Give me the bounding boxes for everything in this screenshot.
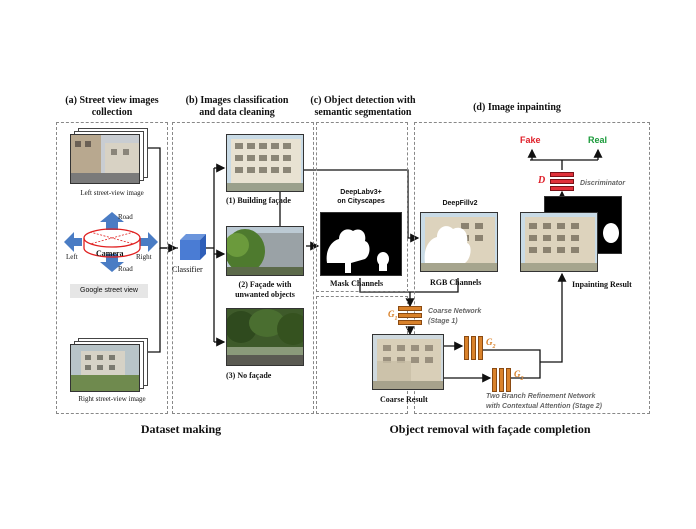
- dataset-making-label: Dataset making: [140, 422, 222, 436]
- class3-label: (3) No façade: [226, 371, 272, 380]
- left-direction-label: Left: [66, 253, 78, 261]
- right-street-view-image: [70, 344, 140, 392]
- coarse-result-image: [372, 334, 444, 390]
- g2-top-block-2: [471, 336, 476, 360]
- deeplab-label-1: DeepLabv3+: [340, 189, 382, 196]
- g2-top-block-1: [464, 336, 469, 360]
- facade-with-objects-image: [226, 226, 304, 276]
- discriminator-block-3: [550, 186, 574, 191]
- arrow-down-icon: [100, 254, 124, 272]
- section-a-title: (a) Street view images: [65, 95, 159, 106]
- discriminator-label: Discriminator: [580, 180, 626, 187]
- coarse-result-label: Coarse Result: [380, 395, 428, 404]
- line-g2-merge: [482, 349, 541, 379]
- arrow-up-icon: [100, 212, 124, 230]
- stage1-label: (Stage 1): [428, 318, 458, 325]
- g2-bottom-block-3: [506, 368, 511, 392]
- rgb-channels-image: [420, 212, 498, 272]
- building-facade-image: [226, 134, 304, 192]
- g1-block-1: [398, 306, 422, 311]
- contextual-attention-label: with Contextual Attention (Stage 2): [486, 403, 603, 410]
- arrow-left-icon: [64, 232, 82, 252]
- classification-box: [172, 122, 314, 414]
- line-mask-rgb-join: [359, 278, 459, 293]
- g1-label: G1: [388, 309, 398, 322]
- discriminator-block-2: [550, 179, 574, 184]
- g1-block-2: [398, 313, 422, 318]
- classifier-label: Classifier: [172, 265, 203, 274]
- fake-label: Fake: [520, 135, 541, 145]
- camera-label: Camera: [96, 249, 124, 258]
- left-image-label: Left street-view image: [80, 189, 144, 197]
- line-right-image-to-classifier: [148, 248, 161, 353]
- classifier-cube-icon: [180, 234, 206, 260]
- no-facade-image: [226, 308, 304, 366]
- inpainting-result-image: [520, 212, 598, 272]
- g2-top-label: G2: [486, 337, 496, 350]
- section-c-title-2: semantic segmentation: [314, 107, 412, 118]
- collection-box: [56, 122, 168, 414]
- d-label: D: [538, 175, 546, 186]
- road-bottom-label: Road: [118, 265, 133, 273]
- object-removal-label: Object removal with façade completion: [389, 422, 591, 436]
- section-d-title: (d) Image inpainting: [473, 102, 561, 113]
- arrow-to-inpainting-result: [540, 272, 567, 363]
- g2-bottom-label: G2: [514, 369, 524, 382]
- left-street-view-image: [70, 134, 140, 184]
- section-b-title-2: and data cleaning: [199, 107, 275, 118]
- section-c-title: (c) Object detection with: [310, 95, 416, 106]
- segmentation-box: [316, 122, 408, 292]
- deeplab-label-2: on Cityscapes: [337, 198, 385, 205]
- right-direction-label: Right: [136, 253, 152, 261]
- inpainting-result-label: Inpainting Result: [572, 280, 632, 289]
- g2-bottom-block-1: [492, 368, 497, 392]
- class2-label-1: (2) Façade with: [238, 280, 292, 289]
- two-branch-label: Two Branch Refinement Network: [486, 393, 596, 400]
- deepfill-label: DeepFillv2: [442, 200, 478, 207]
- inpainting-box: [414, 122, 650, 414]
- class1-label: (1) Building façade: [226, 196, 291, 205]
- g2-top-block-3: [478, 336, 483, 360]
- g2-bottom-block-2: [499, 368, 504, 392]
- section-a-title-2: collection: [91, 107, 133, 118]
- discriminator-block-1: [550, 172, 574, 177]
- mask-channels-image: [320, 212, 402, 276]
- right-image-label: Right street-view image: [78, 395, 146, 403]
- coarse-network-label: Coarse Network: [428, 308, 482, 315]
- camera-diagram: [64, 212, 158, 272]
- g1-block-3: [398, 320, 422, 325]
- google-street-view-badge: Google street view: [70, 284, 148, 298]
- class2-label-2: unwanted objects: [235, 290, 295, 299]
- rgb-channels-label: RGB Channels: [430, 278, 482, 287]
- real-label: Real: [588, 135, 608, 145]
- section-b-title: (b) Images classification: [185, 95, 289, 106]
- mask-channels-label: Mask Channels: [330, 279, 384, 288]
- google-street-view-label: Google street view: [80, 287, 138, 294]
- arrow-right-icon: [140, 232, 158, 252]
- road-top-label: Road: [118, 213, 133, 221]
